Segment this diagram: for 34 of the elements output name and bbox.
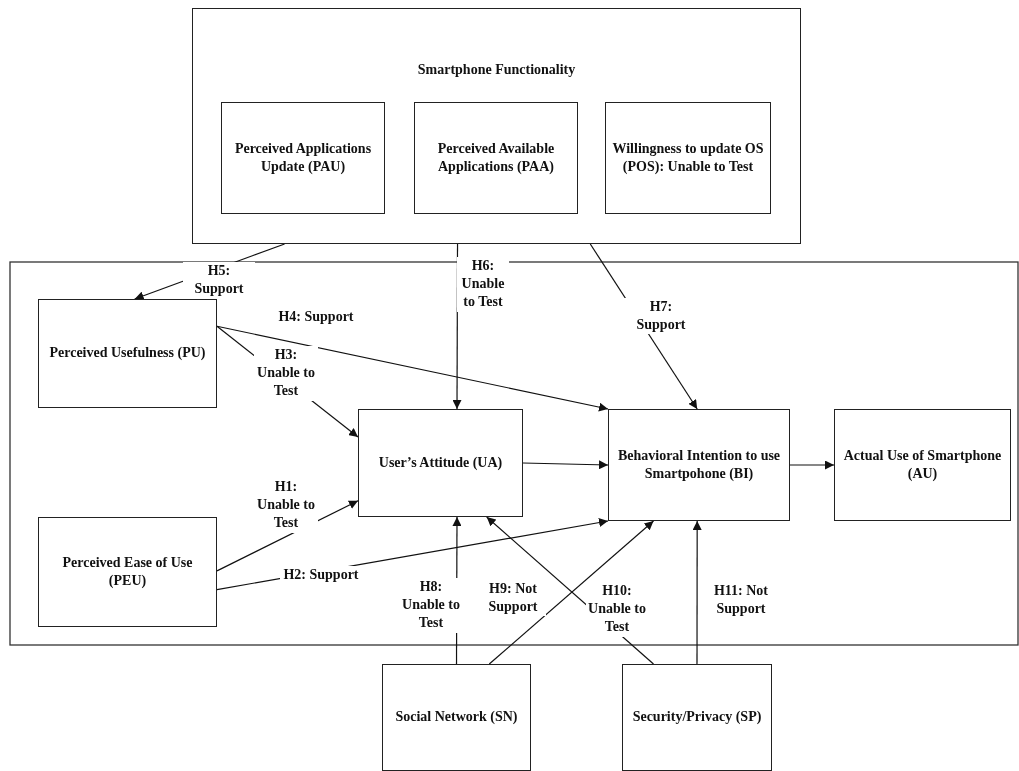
edge-label: H1: Unable to Test <box>254 478 318 533</box>
group-heading: Smartphone Functionality <box>416 61 577 79</box>
edge-label: H8: Unable to Test <box>399 578 463 633</box>
concept-label: Perceived Applications Update (PAU) <box>233 139 373 176</box>
concept-label: Security/Privacy (SP) <box>631 708 763 727</box>
edge-label: H10: Unable to Test <box>586 582 648 637</box>
concept-box <box>38 517 217 627</box>
concept-box <box>414 102 578 214</box>
concept-label: User’s Attitude (UA) <box>377 453 504 472</box>
concept-box <box>358 409 523 517</box>
concept-box <box>608 409 790 521</box>
concept-label: Actual Use of Smartphone (AU) <box>842 446 1003 483</box>
concept-label: Behavioral Intention to use Smartpohone (BI) <box>616 446 782 483</box>
edge-label: H2: Support <box>280 566 362 585</box>
edge-label: H3: Unable to Test <box>254 346 318 401</box>
concept-label: Perceived Usefulness (PU) <box>48 344 207 363</box>
edge-label: H4: Support <box>275 308 357 327</box>
concept-box <box>382 664 531 771</box>
concept-box <box>221 102 385 214</box>
concept-box <box>605 102 771 214</box>
concept-box <box>834 409 1011 521</box>
concept-label: Social Network (SN) <box>394 708 519 727</box>
concept-label: Perceived Available Applications (PAA) <box>436 139 556 176</box>
arrow <box>789 460 835 470</box>
edge-label: H5: Support <box>183 262 255 299</box>
arrow <box>692 520 702 665</box>
edge-label: H6: Unable to Test <box>457 257 509 312</box>
concept-label: Perceived Ease of Use (PEU) <box>61 553 194 590</box>
concept-box <box>622 664 772 771</box>
concept-box <box>192 8 801 244</box>
concept-box <box>38 299 217 408</box>
arrow <box>522 460 609 470</box>
arrow <box>216 325 609 412</box>
concept-label: Willingness to update OS (POS): Unable to Test <box>611 139 765 176</box>
